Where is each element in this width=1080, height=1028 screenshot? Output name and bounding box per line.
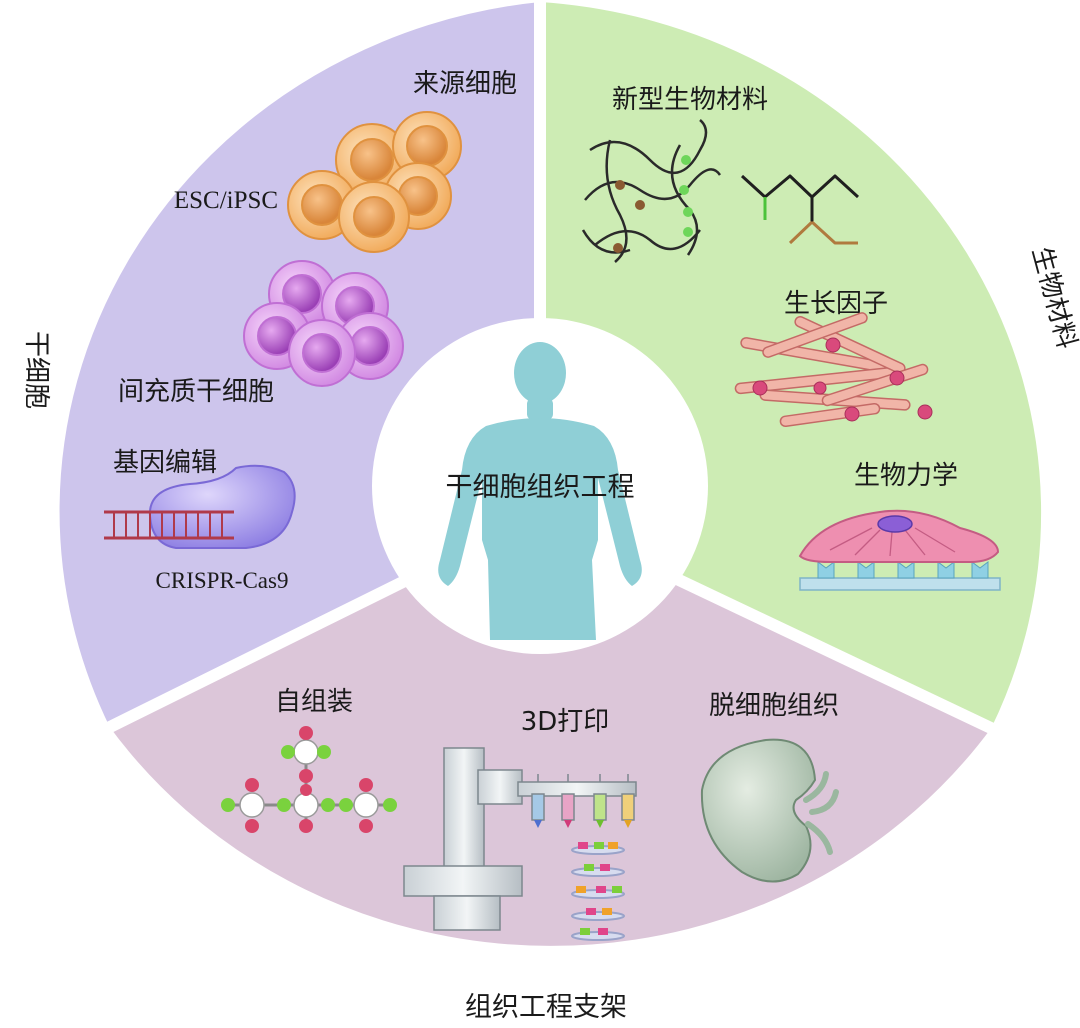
center-title: 干细胞组织工程 — [446, 472, 635, 503]
printed-scaffold-illustration — [571, 842, 625, 941]
purple-cell-cluster — [243, 260, 404, 387]
esc-ipsc-label: ESC/iPSC — [174, 187, 278, 214]
msc-label: 间充质干细胞 — [118, 377, 274, 407]
purple-cell — [288, 319, 356, 387]
scaffold-sector-label: 组织工程支架 — [465, 992, 627, 1023]
3d-printing-label: 3D打印 — [521, 707, 610, 737]
gene-editing-label: 基因编辑 — [113, 448, 217, 478]
novel-materials-label: 新型生物材料 — [612, 85, 768, 115]
decellularized-tissue-label: 脱细胞组织 — [709, 691, 839, 721]
orange-cell-cluster — [287, 111, 462, 253]
biomechanics-label: 生物力学 — [854, 461, 958, 491]
fibers-illustration — [734, 312, 929, 428]
cell-on-substrate-illustration — [798, 509, 1001, 591]
3d-printer-illustration — [403, 747, 637, 931]
crispr-cas9-illustration — [104, 464, 296, 549]
crispr-label: CRISPR-Cas9 — [156, 568, 289, 593]
kidney-icon — [700, 738, 839, 883]
growth-factors-label: 生长因子 — [784, 289, 888, 319]
self-assembly-illustration — [221, 726, 397, 833]
polymer-crosslinks — [613, 155, 693, 253]
polymer-network-illustration — [581, 119, 722, 263]
self-assembly-label: 自组装 — [275, 687, 353, 717]
growth-factor-beads — [752, 337, 933, 422]
biomaterials-sector-label: 生物材料 — [1026, 244, 1080, 352]
stem-cells-sector-label: 干细胞 — [21, 331, 51, 409]
human-figure-icon — [438, 342, 642, 640]
source-cells-label: 来源细胞 — [413, 69, 517, 99]
molecule-structure-illustration — [740, 174, 860, 245]
orange-cell — [338, 181, 410, 253]
